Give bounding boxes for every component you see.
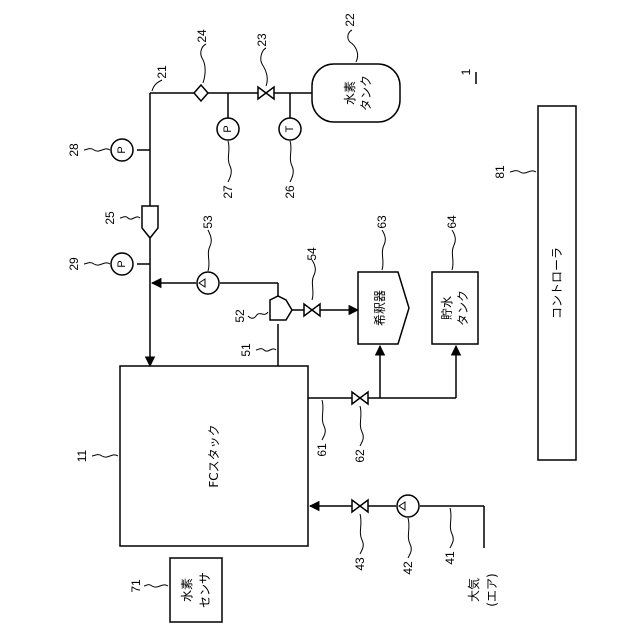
- diluter: 希釈器: [358, 272, 409, 344]
- air-intake-label-line1: 大気: [466, 578, 481, 602]
- air-intake-label-line2: (エア): [485, 573, 499, 606]
- pressure-sensor-27-glyph: P: [222, 125, 234, 132]
- pressure-sensor-29-glyph: P: [116, 260, 128, 267]
- pressure-sensor-28-glyph: P: [116, 146, 128, 153]
- component-25: [142, 206, 158, 238]
- air-pump-42: [397, 495, 419, 517]
- hydrogen-tank-label-line2: タンク: [359, 75, 373, 111]
- hydrogen-sensor: 水素 センサ: [170, 558, 222, 622]
- ref-11: 11: [75, 449, 89, 462]
- recirculation-line: [152, 283, 358, 366]
- ref-21: 21: [155, 65, 169, 79]
- pump-53: [197, 272, 219, 294]
- ref-62: 62: [353, 449, 367, 463]
- ref-41: 41: [443, 551, 457, 565]
- gas-liquid-separator-52: [270, 296, 292, 320]
- water-storage-tank: 貯水 タンク: [432, 272, 478, 344]
- water-tank-label-line1: 貯水: [440, 296, 454, 320]
- ref-71: 71: [129, 579, 143, 593]
- ref-63: 63: [375, 215, 389, 229]
- hydrogen-sensor-label-line1: 水素: [180, 578, 194, 602]
- ref-61: 61: [315, 443, 329, 457]
- controller-label: コントローラ: [550, 247, 564, 319]
- temperature-sensor-26-glyph: T: [284, 125, 296, 132]
- ref-51: 51: [239, 343, 253, 357]
- ref-27: 27: [221, 185, 235, 199]
- ref-42: 42: [401, 561, 415, 575]
- fc-stack-label: FCスタック: [207, 424, 221, 487]
- diluter-label: 希釈器: [372, 290, 387, 326]
- ref-26: 26: [283, 185, 297, 199]
- ref-53: 53: [201, 215, 215, 229]
- ref-43: 43: [353, 557, 367, 571]
- controller: コントローラ: [538, 106, 576, 460]
- valve-54: [304, 304, 320, 316]
- ref-25: 25: [103, 211, 117, 225]
- hydrogen-tank-label-line1: 水素: [343, 81, 357, 105]
- ref-22: 22: [343, 13, 357, 27]
- pressure-sensor-28: P: [111, 139, 133, 161]
- drain-line: [308, 346, 456, 398]
- ref-81: 81: [493, 165, 507, 179]
- pressure-sensor-27: P: [217, 118, 239, 140]
- hydrogen-sensor-label-line2: センサ: [198, 572, 212, 608]
- component-24: [194, 85, 208, 101]
- ref-28: 28: [67, 143, 81, 157]
- fc-stack: FCスタック: [120, 366, 308, 546]
- ref-52: 52: [233, 309, 247, 323]
- valve-62: [352, 392, 368, 404]
- temperature-sensor-26: T: [279, 118, 301, 140]
- ref-29: 29: [67, 257, 81, 271]
- hydrogen-tank: 水素 タンク: [312, 64, 400, 122]
- air-supply-line: [310, 506, 484, 548]
- ref-64: 64: [445, 215, 459, 229]
- ref-23: 23: [255, 33, 269, 47]
- ref-24: 24: [195, 29, 209, 43]
- ref-1: 1: [459, 68, 473, 75]
- pressure-sensor-29: P: [111, 253, 133, 275]
- valve-23: [258, 87, 274, 99]
- water-tank-label-line2: タンク: [456, 290, 470, 326]
- valve-43: [352, 500, 368, 512]
- ref-54: 54: [305, 247, 319, 261]
